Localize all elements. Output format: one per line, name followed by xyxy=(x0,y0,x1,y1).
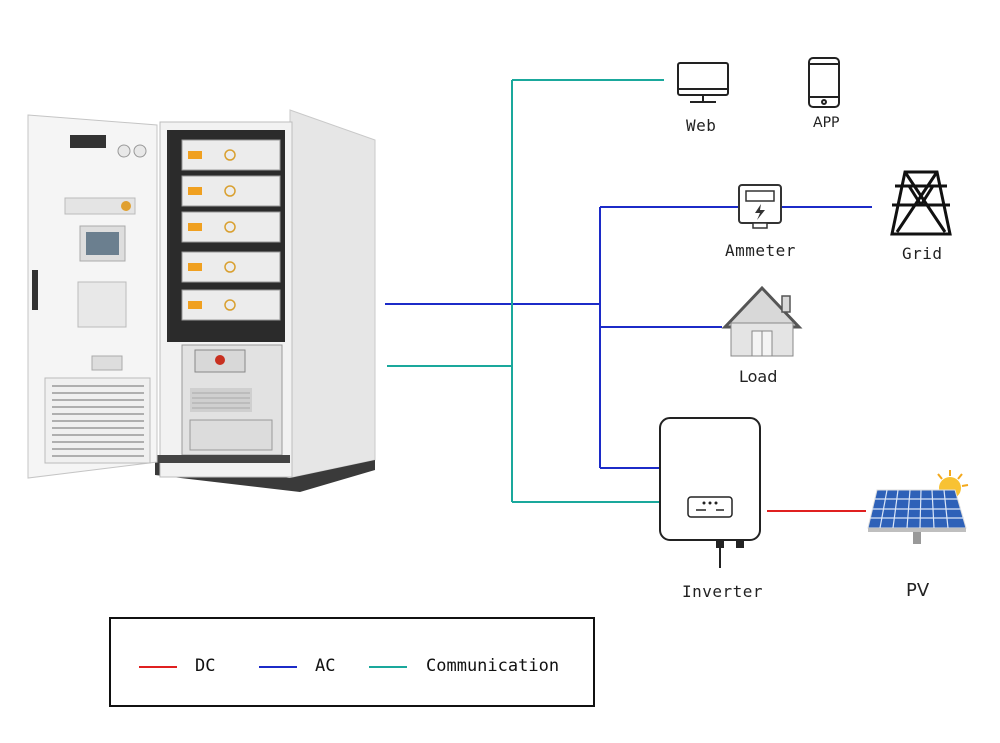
load-label: Load xyxy=(739,367,778,386)
comm-lines xyxy=(387,79,664,503)
power-tower-icon xyxy=(890,170,952,236)
grid-label: Grid xyxy=(902,244,943,263)
legend-ac-swatch xyxy=(259,666,297,668)
legend: DC AC Communication xyxy=(109,617,595,707)
ammeter-label: Ammeter xyxy=(725,241,796,260)
solar-panel-icon xyxy=(867,470,969,544)
monitor-icon xyxy=(677,62,729,103)
ammeter-icon xyxy=(738,184,782,229)
storage-cabinet-icon xyxy=(27,109,376,492)
smartphone-icon xyxy=(808,57,840,108)
inverter-label: Inverter xyxy=(682,582,764,601)
house-icon xyxy=(721,285,803,357)
app-label: APP xyxy=(813,115,840,131)
legend-dc-label: DC xyxy=(195,656,216,676)
ac-lines xyxy=(385,206,872,469)
legend-ac-label: AC xyxy=(315,656,336,676)
web-label: Web xyxy=(686,116,717,135)
battery-modules xyxy=(181,139,281,321)
legend-dc-swatch xyxy=(139,666,177,668)
inverter-icon xyxy=(659,417,761,568)
legend-communication-label: Communication xyxy=(426,656,560,676)
legend-communication-swatch xyxy=(369,666,407,668)
pv-label: PV xyxy=(906,580,930,601)
